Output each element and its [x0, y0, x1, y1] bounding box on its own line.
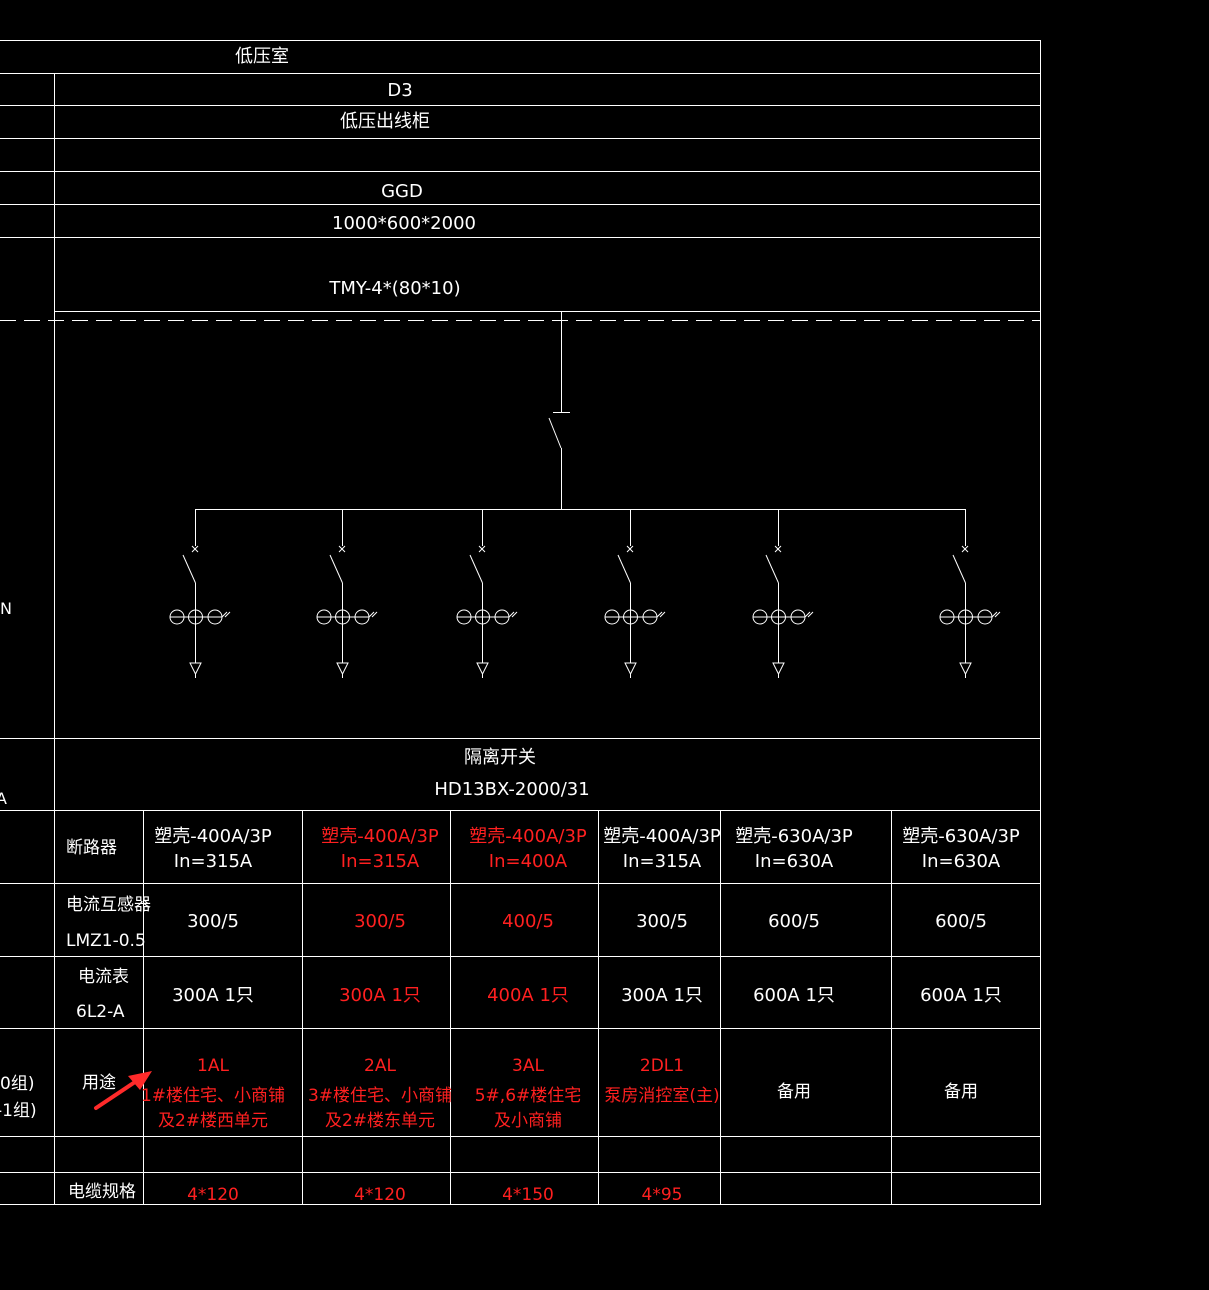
usage-label: 5#,6#楼住宅 [475, 1086, 582, 1106]
feeder-branch [456, 509, 518, 678]
breaker-current: In=400A [489, 851, 568, 872]
row-label-ct-model: LMZ1-0.5 [66, 931, 146, 951]
breaker-current: In=315A [341, 851, 420, 872]
cable-spec: 4*120 [354, 1185, 406, 1205]
main-switch-blade [548, 417, 562, 449]
isolator-name: 隔离开关 [464, 747, 536, 768]
usage-label: 3#楼住宅、小商铺 [308, 1086, 452, 1106]
left-fragment: -1组) [0, 1101, 37, 1121]
ammeter-spec: 300A 1只 [621, 985, 703, 1006]
ct-ratio: 300/5 [187, 911, 239, 932]
breaker-rating: 塑壳-630A/3P [735, 826, 853, 847]
feeder-branch [939, 509, 1001, 678]
feeder-branch [604, 509, 666, 678]
breaker-rating: 塑壳-400A/3P [603, 826, 721, 847]
cable-spec: 4*150 [502, 1185, 554, 1205]
row-label-ct: 电流互感器 [66, 895, 151, 915]
breaker-current: In=315A [623, 851, 702, 872]
usage-label: 及2#楼西单元 [158, 1111, 268, 1131]
ammeter-spec: 400A 1只 [487, 985, 569, 1006]
table-grid [0, 40, 1041, 1205]
usage-label: 泵房消控室(主) [604, 1086, 719, 1106]
feeder-branch [169, 509, 231, 678]
usage-circuit-id: 3AL [512, 1056, 544, 1076]
row-label-breaker: 断路器 [66, 838, 117, 858]
row-label-usage: 用途 [82, 1073, 116, 1093]
ammeter-spec: 300A 1只 [172, 985, 254, 1006]
labels: 低压室 D3 低压出线柜 GGD 1000*600*2000 TMY-4*(80… [0, 46, 1020, 1205]
usage-circuit-id: 1AL [197, 1056, 229, 1076]
breaker-rating: 塑壳-400A/3P [469, 826, 587, 847]
room-label: 低压室 [235, 46, 289, 67]
breaker-rating: 塑壳-400A/3P [321, 826, 439, 847]
row-label-ammeter-model: 6L2-A [76, 1002, 125, 1022]
breaker-rating: 塑壳-400A/3P [154, 826, 272, 847]
usage-circuit-id: 2DL1 [640, 1056, 684, 1076]
ammeter-spec: 600A 1只 [920, 985, 1002, 1006]
busbar-spec: TMY-4*(80*10) [328, 278, 460, 299]
left-fragment: 0组) [0, 1074, 34, 1094]
breaker-current: In=315A [174, 851, 253, 872]
breaker-current: In=630A [755, 851, 834, 872]
usage-label: 及2#楼东单元 [325, 1111, 435, 1131]
feeder-branch [316, 509, 378, 678]
breaker-current: In=630A [922, 851, 1001, 872]
cabinet-model: GGD [381, 181, 423, 202]
usage-label: 及小商铺 [494, 1111, 562, 1131]
ammeter-spec: 600A 1只 [753, 985, 835, 1006]
schematic [169, 312, 1001, 678]
row-label-cable: 电缆规格 [68, 1182, 136, 1202]
cabinet-dimensions: 1000*600*2000 [332, 213, 476, 234]
cable-spec: 4*120 [187, 1185, 239, 1205]
isolator-model: HD13BX-2000/31 [434, 779, 589, 800]
cable-spec: 4*95 [642, 1185, 683, 1205]
ct-ratio: 400/5 [502, 911, 554, 932]
ct-ratio: 600/5 [768, 911, 820, 932]
row-label-ammeter: 电流表 [78, 967, 129, 987]
left-fragment: A [0, 789, 7, 808]
ct-ratio: 300/5 [354, 911, 406, 932]
ammeter-spec: 300A 1只 [339, 985, 421, 1006]
ct-ratio: 300/5 [636, 911, 688, 932]
breaker-rating: 塑壳-630A/3P [902, 826, 1020, 847]
usage-label: 备用 [777, 1082, 811, 1102]
left-fragment: N [0, 599, 12, 618]
cabinet-name: 低压出线柜 [340, 111, 430, 132]
feeder-branch [752, 509, 814, 678]
ct-ratio: 600/5 [935, 911, 987, 932]
usage-label: 备用 [944, 1082, 978, 1102]
cabinet-no: D3 [387, 80, 412, 101]
annotation-arrow [94, 1071, 152, 1110]
usage-circuit-id: 2AL [364, 1056, 396, 1076]
usage-label: 1#楼住宅、小商铺 [141, 1086, 285, 1106]
